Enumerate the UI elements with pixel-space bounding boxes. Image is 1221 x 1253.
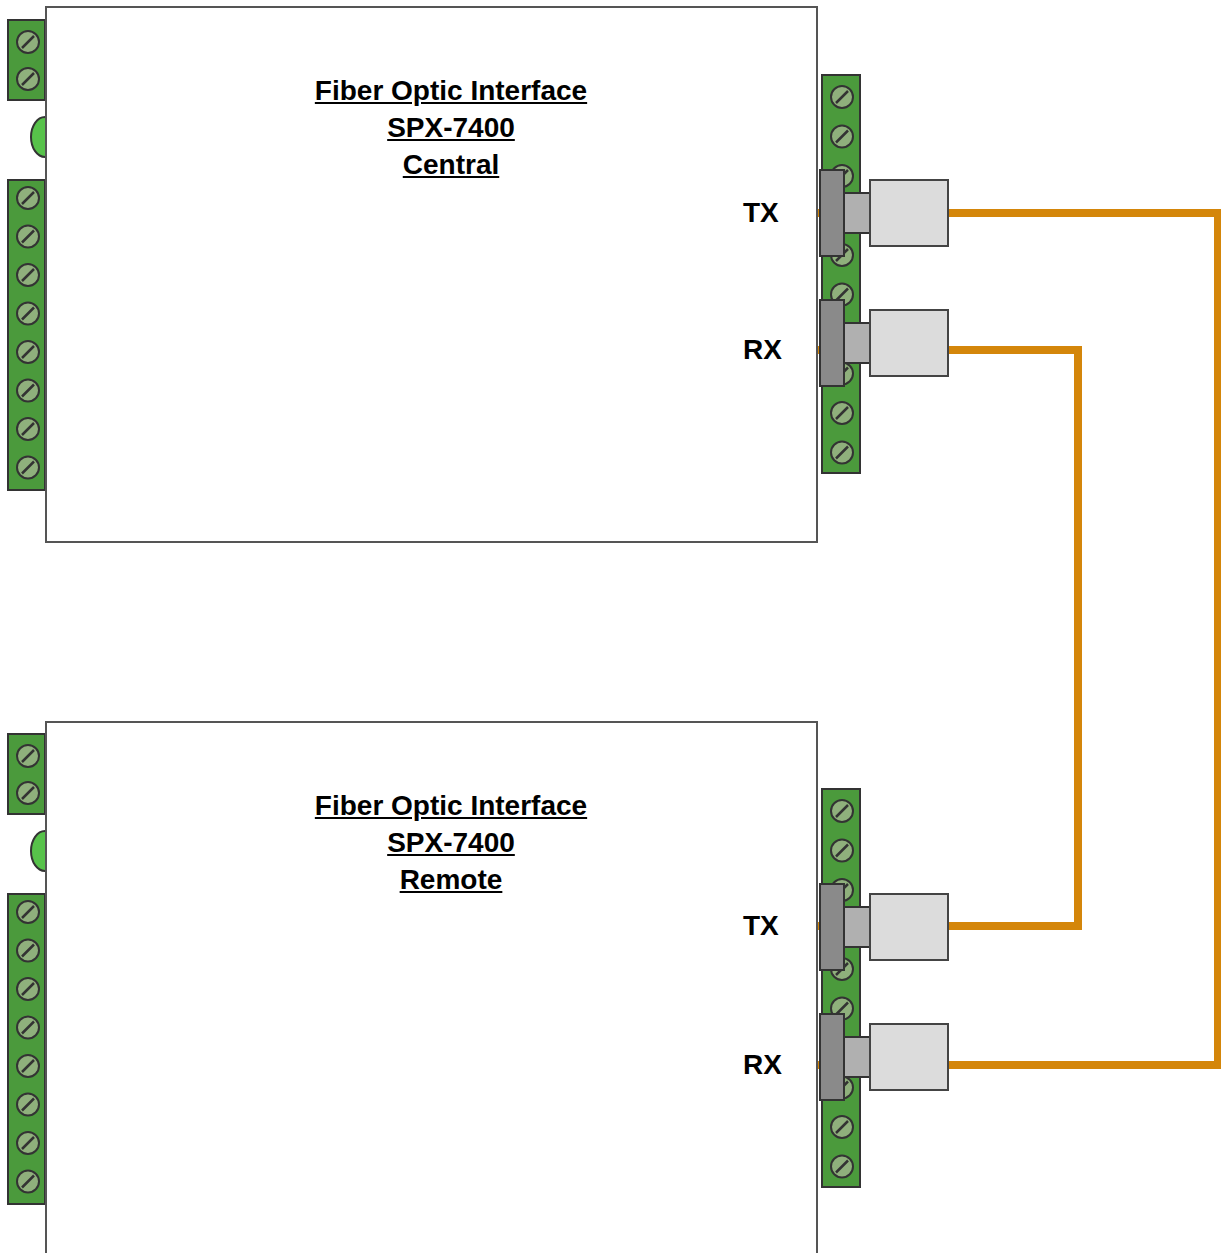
plug-flange [820, 170, 844, 256]
port-label: TX [743, 197, 779, 229]
terminal-screw [831, 86, 853, 108]
terminal-screw [17, 901, 39, 923]
terminal-screw [17, 978, 39, 1000]
screw-slot [836, 131, 848, 143]
interface-box: Fiber Optic InterfaceSPX-7400Remote [45, 721, 818, 1253]
terminal-screw [17, 782, 39, 804]
screw-slot [836, 289, 848, 301]
heading-line: SPX-7400 [47, 824, 855, 861]
terminal-screw [17, 341, 39, 363]
screw-slot [22, 1022, 34, 1034]
screw-slot [836, 1121, 848, 1133]
terminal-screw [831, 800, 853, 822]
screw-slot [22, 36, 34, 48]
plug-neck [844, 1037, 871, 1077]
terminal-strip [8, 734, 45, 814]
terminal-screw [17, 457, 39, 479]
screw-slot [836, 1161, 848, 1173]
terminal-screw [17, 187, 39, 209]
terminal-screw [831, 442, 853, 464]
terminal-strip [8, 20, 45, 100]
plug-neck [844, 907, 871, 947]
screw-slot [22, 385, 34, 397]
screw-slot [836, 1003, 848, 1015]
fiber-cable [818, 213, 1218, 1065]
plug-body [870, 180, 948, 246]
terminal-screw [17, 380, 39, 402]
screw-slot [836, 407, 848, 419]
port-label: RX [743, 1049, 782, 1081]
heading-line: Remote [47, 861, 855, 898]
terminal-screw [17, 1094, 39, 1116]
screw-slot [836, 845, 848, 857]
screw-slot [22, 1176, 34, 1188]
terminal-screw [17, 1171, 39, 1193]
screw-slot [22, 945, 34, 957]
screw-slot [22, 346, 34, 358]
box-heading: Fiber Optic InterfaceSPX-7400Central [47, 72, 855, 183]
heading-line: Central [47, 146, 855, 183]
plug-body [870, 894, 948, 960]
terminal-strip [8, 180, 45, 490]
plug-flange [820, 300, 844, 386]
terminal-screw [831, 1156, 853, 1178]
terminal-screw [17, 418, 39, 440]
screw-slot [22, 192, 34, 204]
screw-slot [22, 308, 34, 320]
port-label: RX [743, 334, 782, 366]
terminal-screw [17, 303, 39, 325]
port-label: TX [743, 910, 779, 942]
terminal-strip [8, 894, 45, 1204]
screw-slot [22, 269, 34, 281]
heading-line: Fiber Optic Interface [47, 787, 855, 824]
heading-text: SPX-7400 [387, 112, 515, 143]
heading-text: Central [403, 149, 499, 180]
plug-body [870, 310, 948, 376]
heading-line: Fiber Optic Interface [47, 72, 855, 109]
terminal-screw [17, 226, 39, 248]
terminal-screw [17, 68, 39, 90]
heading-text: Fiber Optic Interface [315, 790, 587, 821]
screw-slot [22, 1060, 34, 1072]
screw-slot [22, 787, 34, 799]
terminal-strip [822, 789, 860, 1187]
terminal-strip [822, 75, 860, 473]
status-led [31, 117, 45, 157]
screw-slot [22, 750, 34, 762]
plug-flange [820, 884, 844, 970]
screw-slot [22, 73, 34, 85]
screw-slot [22, 906, 34, 918]
screw-slot [22, 423, 34, 435]
terminal-screw [17, 264, 39, 286]
terminal-screw [17, 940, 39, 962]
terminal-screw [831, 126, 853, 148]
screw-slot [836, 91, 848, 103]
terminal-screw [17, 1132, 39, 1154]
screw-slot [836, 447, 848, 459]
plug-neck [844, 323, 871, 363]
plug-flange [820, 1014, 844, 1100]
status-led [31, 831, 45, 871]
terminal-screw [831, 1116, 853, 1138]
screw-slot [22, 1099, 34, 1111]
terminal-screw [17, 745, 39, 767]
heading-line: SPX-7400 [47, 109, 855, 146]
plug-neck [844, 193, 871, 233]
screw-slot [22, 231, 34, 243]
box-heading: Fiber Optic InterfaceSPX-7400Remote [47, 787, 855, 898]
terminal-screw [831, 402, 853, 424]
heading-text: Remote [400, 864, 503, 895]
screw-slot [22, 462, 34, 474]
screw-slot [22, 1137, 34, 1149]
terminal-screw [17, 1055, 39, 1077]
plug-body [870, 1024, 948, 1090]
terminal-screw [831, 840, 853, 862]
terminal-screw [17, 31, 39, 53]
interface-box: Fiber Optic InterfaceSPX-7400Central [45, 6, 818, 543]
heading-text: Fiber Optic Interface [315, 75, 587, 106]
screw-slot [22, 983, 34, 995]
terminal-screw [17, 1017, 39, 1039]
heading-text: SPX-7400 [387, 827, 515, 858]
screw-slot [836, 805, 848, 817]
